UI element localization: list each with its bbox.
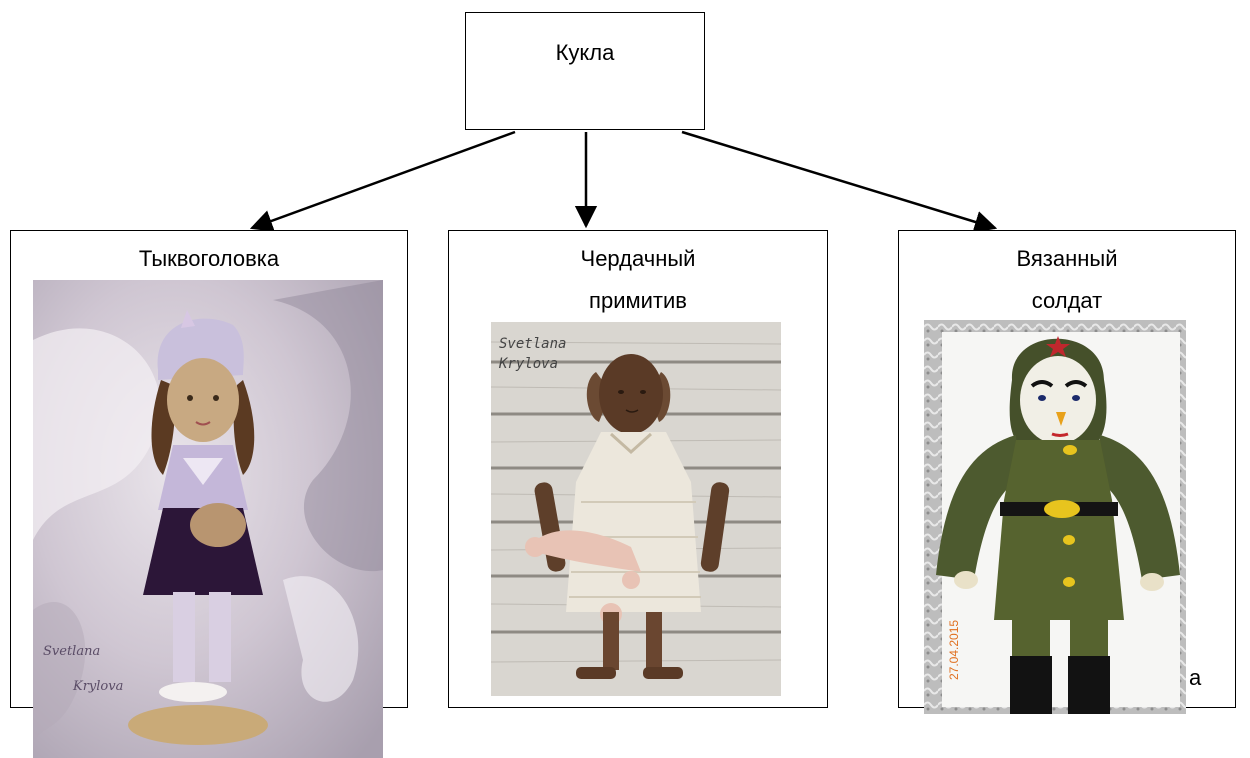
pumpkinhead-doll-photo: Svetlana Krylova <box>33 280 383 758</box>
pumpkinhead-watermark-line2: Krylova <box>72 679 123 694</box>
stray-letter: а <box>1189 665 1202 690</box>
pumpkinhead-watermark-line1: Svetlana <box>43 644 100 659</box>
root-node: Кукла <box>465 12 705 130</box>
node-knitted-soldier-label-line1: Вязанный <box>1016 246 1118 271</box>
attic-primitive-watermark-line2: Krylova <box>498 356 558 372</box>
knitted-soldier-photo-date: 27.04.2015 <box>947 620 961 680</box>
knitted-soldier-photo: 27.04.2015 <box>924 320 1186 714</box>
node-attic-primitive-label-line2: примитив <box>589 288 687 313</box>
attic-primitive-doll-photo: Svetlana Krylova <box>491 322 781 696</box>
arrow-to-pumpkinhead <box>249 130 516 232</box>
root-node-label: Кукла <box>555 40 615 65</box>
node-attic-primitive-label-line1: Чердачный <box>580 246 696 271</box>
arrow-to-knitted-soldier <box>681 130 998 233</box>
attic-primitive-watermark-line1: Svetlana <box>499 336 566 352</box>
node-knitted-soldier-label-line2: солдат <box>1031 288 1103 313</box>
node-pumpkinhead-label: Тыквоголовка <box>138 246 280 271</box>
